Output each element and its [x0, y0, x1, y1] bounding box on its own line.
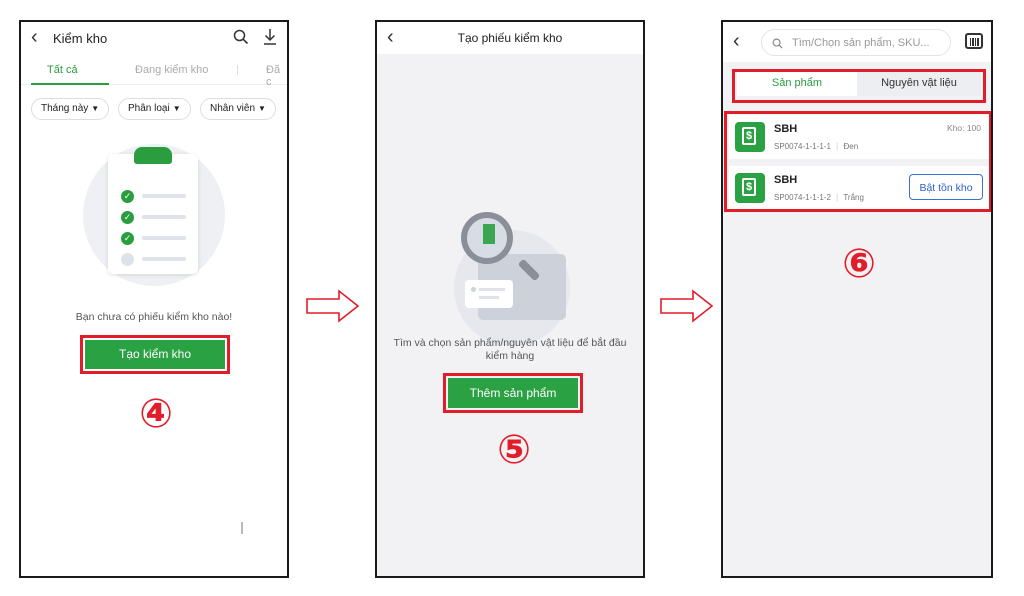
tab-bar: Tất cả Đang kiểm kho Đã c: [21, 54, 287, 88]
tab-completed[interactable]: Đã c: [266, 64, 281, 88]
caret-down-icon: ▼: [258, 104, 266, 113]
highlight-box: [80, 335, 230, 374]
product-sku: SP0074-1-1-1-1 | Đen: [774, 142, 859, 151]
product-icon: $: [735, 122, 765, 152]
filter-category[interactable]: Phân loại▼: [118, 98, 191, 120]
caret-down-icon: ▼: [91, 104, 100, 113]
screen-select-product: ‹ Tìm/Chọn sản phẩm, SKU... Sản phẩm Ngu…: [721, 20, 993, 578]
product-icon: $: [735, 173, 765, 203]
highlight-box: [443, 373, 583, 413]
search-icon: [772, 30, 783, 60]
add-product-button[interactable]: Thêm sản phẩm: [448, 378, 578, 408]
tab-all[interactable]: Tất cả: [47, 64, 78, 76]
highlight-box: [724, 111, 991, 212]
tab-divider: [237, 65, 238, 75]
screen-inventory-list: ‹ Kiểm kho Tất cả Đang kiểm kho Đã c Thá…: [19, 20, 289, 578]
filter-month[interactable]: Tháng này▼: [31, 98, 110, 120]
filter-month-label: Tháng này: [41, 103, 89, 114]
arrow-right-icon: [660, 289, 714, 323]
search-placeholder: Tìm/Chọn sản phẩm, SKU...: [792, 37, 930, 49]
product-name: SBH: [774, 174, 798, 186]
hint-text: Tìm và chọn sản phẩm/nguyên vật liệu để …: [393, 337, 627, 362]
page-title: Kiểm kho: [53, 31, 108, 46]
list-item[interactable]: $ SBH SP0074-1-1-1-2 | Trắng Bật tồn kho: [729, 166, 989, 210]
product-name: SBH: [774, 123, 798, 135]
highlight-box: [732, 69, 986, 103]
empty-message: Bạn chưa có phiếu kiểm kho nào!: [75, 311, 233, 323]
product-sku: SP0074-1-1-1-2 | Trắng: [774, 193, 864, 202]
tab-underline: [31, 83, 109, 85]
back-icon[interactable]: ‹: [387, 26, 394, 48]
scroll-indicator: [241, 522, 243, 534]
search-icon[interactable]: [233, 29, 249, 45]
step-number: ⑤: [497, 428, 531, 472]
filter-staff-label: Nhân viên: [210, 103, 256, 114]
list-item[interactable]: $ SBH SP0074-1-1-1-1 | Đen Kho: 100: [729, 115, 989, 159]
segment-control: Sản phẩm Nguyên vật liệu: [723, 62, 991, 106]
stock-label: Kho: 100: [946, 123, 981, 133]
segment-materials[interactable]: Nguyên vật liệu: [857, 70, 981, 96]
segment-products[interactable]: Sản phẩm: [737, 70, 857, 96]
search-input[interactable]: Tìm/Chọn sản phẩm, SKU...: [761, 29, 951, 56]
step-number: ④: [139, 392, 173, 436]
barcode-scan-icon[interactable]: [965, 33, 983, 49]
tab-in-progress[interactable]: Đang kiểm kho: [135, 64, 209, 76]
screen-create-inventory: ‹ Tạo phiếu kiểm kho Tìm và chọn sản phẩ…: [375, 20, 645, 578]
download-icon[interactable]: [263, 28, 277, 46]
create-inventory-button[interactable]: Tạo kiểm kho: [85, 340, 225, 369]
back-icon[interactable]: ‹: [31, 26, 38, 48]
back-icon[interactable]: ‹: [733, 30, 740, 52]
enable-stock-button[interactable]: Bật tồn kho: [909, 174, 983, 200]
page-title: Tạo phiếu kiểm kho: [457, 31, 563, 45]
filter-category-label: Phân loại: [128, 103, 170, 114]
header: ‹ Tìm/Chọn sản phẩm, SKU...: [723, 22, 991, 62]
header: ‹ Kiểm kho: [21, 22, 287, 54]
caret-down-icon: ▼: [172, 104, 181, 113]
step-number: ⑥: [842, 242, 876, 286]
arrow-right-icon: [306, 289, 360, 323]
filter-staff[interactable]: Nhân viên▼: [200, 98, 276, 120]
header: ‹ Tạo phiếu kiểm kho: [377, 22, 643, 54]
